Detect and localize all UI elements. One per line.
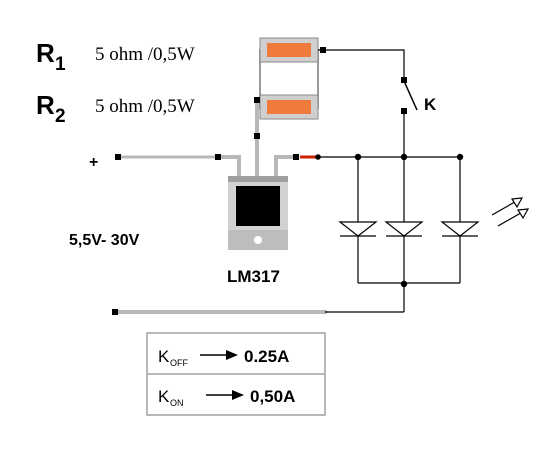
gray-wires xyxy=(113,49,327,314)
resistor-r2 xyxy=(259,94,319,120)
switch-k xyxy=(403,80,418,111)
arrow-right-icon xyxy=(232,390,244,400)
koff-sub: OFF xyxy=(170,358,188,368)
table-row-on: K ON 0,50A xyxy=(158,387,295,408)
lm317-regulator xyxy=(228,176,288,250)
resistor-r1 xyxy=(259,37,319,63)
koff-value: 0.25A xyxy=(244,347,289,366)
junction-dots xyxy=(315,153,464,288)
r1-spec: 5 ohm /0,5W xyxy=(95,44,195,65)
led-1 xyxy=(338,221,378,237)
terminal-nodes xyxy=(112,47,407,315)
arrow-right-icon xyxy=(226,350,238,360)
light-arrows-icon xyxy=(491,197,530,227)
r2-spec: 5 ohm /0,5W xyxy=(95,96,195,117)
switch-label: K xyxy=(424,95,437,114)
black-wires xyxy=(318,49,461,313)
table-row-off: K OFF 0.25A xyxy=(158,347,289,368)
kon-value: 0,50A xyxy=(250,387,295,406)
koff-k: K xyxy=(158,347,170,366)
voltage-label: 5,5V- 30V xyxy=(69,232,140,249)
kon-sub: ON xyxy=(170,398,184,408)
regulator-label: LM317 xyxy=(227,267,280,286)
led-2 xyxy=(384,221,424,237)
current-table: K OFF 0.25A K ON 0,50A xyxy=(146,332,326,416)
r2-subscript: 2 xyxy=(55,106,66,127)
plus-label: + xyxy=(89,154,98,171)
r2-letter: R xyxy=(36,90,55,120)
kon-k: K xyxy=(158,387,170,406)
r1-subscript: 1 xyxy=(55,54,66,75)
led-3 xyxy=(440,221,480,237)
r1-letter: R xyxy=(36,38,55,68)
